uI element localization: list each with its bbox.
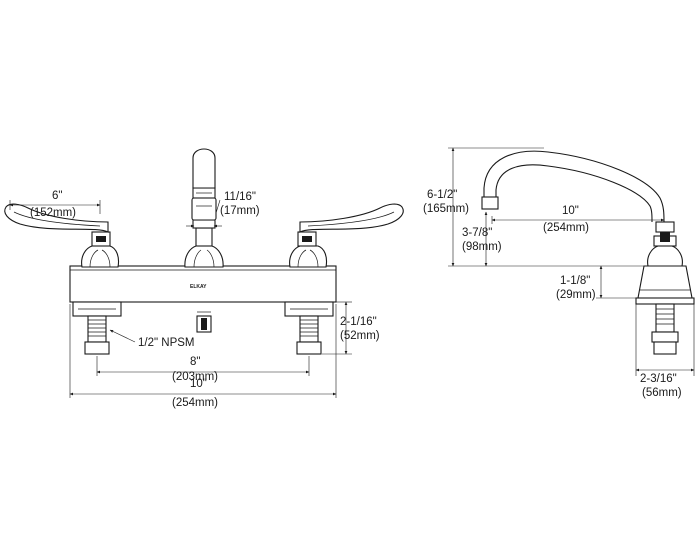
side-view: 6-1/2" (165mm) 3-7/8" (98mm) 10" (254mm)… [423,147,695,399]
center-spacing-imperial: 8" [190,356,200,368]
spout-base-imperial: 11/16" [224,191,256,203]
spout-height-imperial: 6-1/2" [427,189,457,201]
outlet-height-metric: (98mm) [462,241,502,253]
front-view: ELKAY [4,148,404,409]
swing-spout-tube [483,150,665,223]
thread-callout: 1/2" NPSM [138,337,195,349]
shank-height-metric: (52mm) [340,330,380,342]
overall-width-metric: (254mm) [172,397,218,409]
spout-reach-metric: (254mm) [543,222,589,234]
overall-width-imperial: 10" [190,378,207,390]
spout-base-metric: (17mm) [220,205,260,217]
left-shank [84,315,110,355]
left-wrist-blade-handle [4,203,120,268]
right-wrist-blade-handle [289,203,404,268]
handle-reach-metric: (152mm) [30,207,76,219]
shank-dia-metric: (56mm) [642,387,682,399]
spout-reach-imperial: 10" [562,205,579,217]
center-spacing-metric: (203mm) [172,371,218,383]
outlet-height-imperial: 3-7/8" [462,227,492,239]
spout-front [184,148,224,268]
deck-height-metric: (29mm) [556,289,596,301]
handle-reach-imperial: 6" [52,190,62,202]
shank-height-imperial: 2-1/16" [340,316,377,328]
spout-height-metric: (165mm) [423,203,469,215]
deck-height-imperial: 1-1/8" [560,275,590,287]
shank-dia-imperial: 2-3/16" [640,373,677,385]
right-shank [296,315,322,355]
brand-logo: ELKAY [190,284,207,290]
deck-body-side [637,265,693,299]
